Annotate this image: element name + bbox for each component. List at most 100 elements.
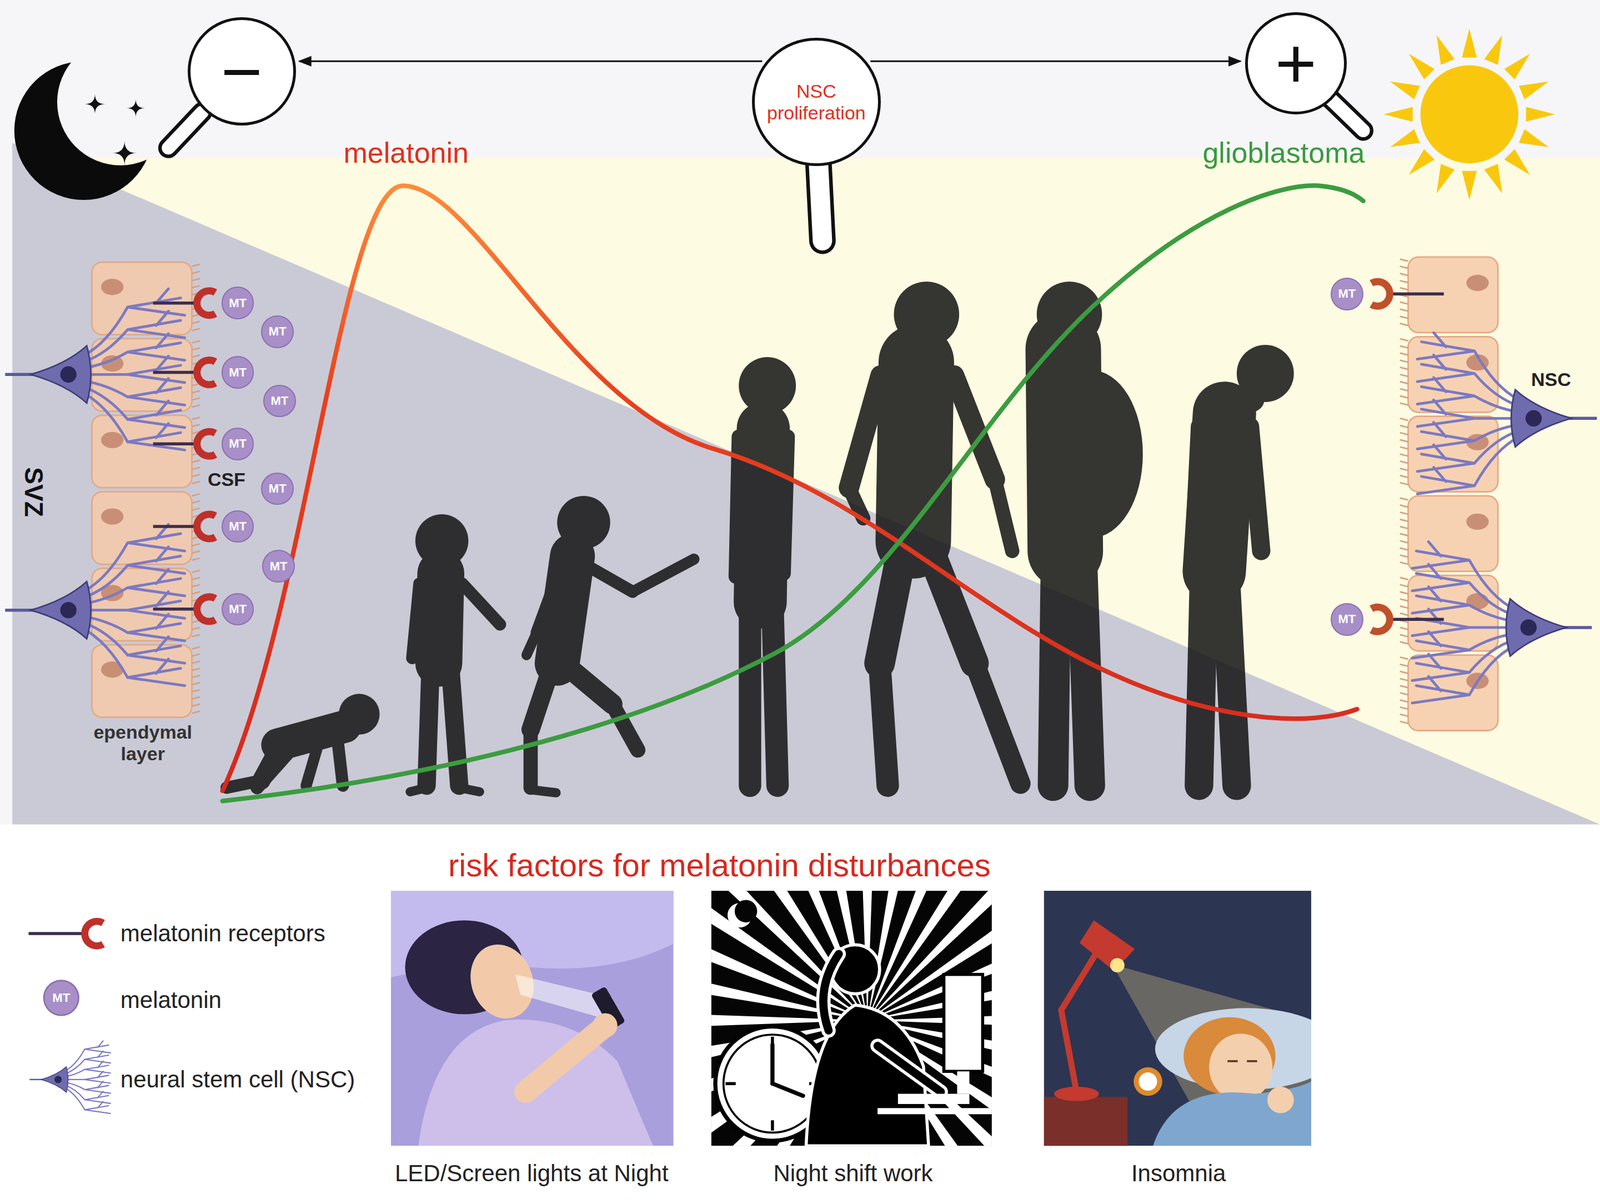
receptor-stalk [1389,292,1444,296]
cilium [1400,367,1409,370]
melatonin-molecule: MT [221,286,255,320]
body-part [1052,550,1057,786]
sun-ray [1518,128,1549,147]
sun-ray [1390,128,1420,147]
night-shift-scene [772,1083,804,1096]
arrow-connector [299,60,762,63]
cilium [191,390,200,394]
cilium [191,348,200,351]
dendrite [1417,354,1520,406]
receptor-cup [197,597,216,622]
body-part [738,602,761,786]
cilium [1400,598,1409,601]
melatonin-icon [43,980,79,1016]
dendrite [82,386,185,428]
head [415,514,469,568]
cell-nucleus [59,602,77,619]
body-part [462,583,500,625]
cilium [1400,273,1409,276]
receptor-cup [1371,607,1390,632]
receptor-stalk [153,442,198,446]
cilium [191,500,200,504]
cilium [1400,280,1409,283]
cilium [1400,425,1409,428]
cilium [1400,287,1409,290]
cilium [191,592,200,595]
body-part [760,428,764,603]
dendrite [82,628,185,686]
insomnia-scene [1061,943,1102,1092]
dendrite [64,1087,111,1114]
magnifier-circle: NSC proliferation [751,37,881,167]
cilium [191,285,200,288]
body-part [1199,571,1205,786]
neural-stem-cells [4,288,1597,704]
cilium [191,354,200,358]
star [112,141,137,166]
head [1236,344,1294,403]
receptor-stalk [153,370,198,375]
cell-nucleus [1466,274,1489,292]
sun-ray [1408,148,1435,175]
insomnia-scene [1152,1081,1312,1147]
cilium [1400,395,1409,399]
curve-label: glioblastoma [1202,136,1365,170]
cilium [1400,627,1409,630]
body-part [1250,426,1262,551]
person-silhouette [526,495,694,794]
night-shift-scene [770,1120,775,1131]
cilium [1400,526,1409,529]
melatonin-molecule: MT [221,427,255,461]
sun-ray [1408,53,1435,80]
node-text: MT [268,482,287,495]
panel-caption: Night shift work [773,1160,933,1187]
cilium [1400,454,1409,457]
body-part [849,375,881,488]
region-label: CSF [207,468,246,491]
curve-label: melatonin [343,136,469,170]
receptor-cup [197,360,216,385]
insomnia-scene [1044,890,1312,1146]
cilium [1400,699,1409,702]
minus-magnifier: − [187,17,297,126]
body-part [1081,550,1091,786]
body-part [526,632,537,655]
cilium [191,634,200,638]
legend-text: neural stem cell (NSC) [120,1066,355,1093]
cilium [191,704,200,707]
cilium [1400,403,1409,406]
sun-ray [1383,106,1413,122]
person-silhouette [410,514,501,792]
sun-ray [1390,81,1420,100]
ependymal-cell [91,644,192,717]
insomnia-scene [1246,1060,1257,1063]
node-text: MT [268,325,287,338]
cilium [1400,460,1409,464]
cilium [1400,259,1409,262]
melatonin-molecule: MT [221,355,255,389]
body-part [438,573,441,664]
dendrite [1417,436,1520,494]
cilium [191,646,200,650]
cilium [191,508,200,511]
cilium [1400,504,1409,508]
dendrite [1417,430,1520,471]
cilium [191,558,200,561]
cilium [1400,641,1409,645]
body-part [632,559,694,593]
body-part [879,663,889,786]
cilium [191,627,200,630]
cell-nucleus [101,278,124,295]
cilium [1400,432,1409,435]
insomnia-scene [1227,1060,1238,1063]
ependymal-cell [1408,495,1499,572]
neural-stem-cell [4,288,185,450]
insomnia-scene [1079,920,1135,972]
sun-ray [1503,53,1530,80]
cell-nucleus [101,508,124,525]
region-label: SVZ [18,467,49,517]
cell-nucleus [54,1075,62,1083]
neural-stem-cell [1412,542,1592,704]
cilium [191,689,200,692]
